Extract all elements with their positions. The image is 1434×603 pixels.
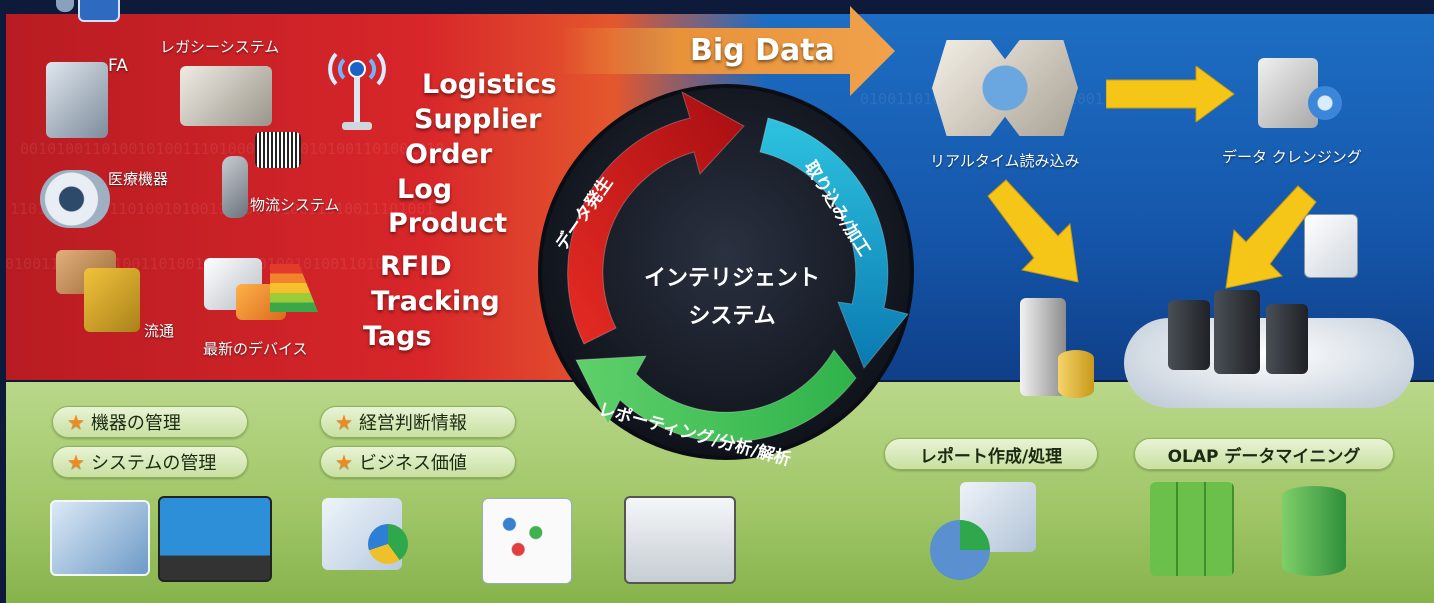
source-label-latest-devices: 最新のデバイス <box>203 340 308 358</box>
pill-report-processing: レポート作成/処理 <box>884 438 1098 470</box>
keyword-logistics: Logistics <box>422 69 557 100</box>
olap-cube-icon <box>1150 482 1234 576</box>
data-mining-cylinder-icon <box>1282 486 1346 576</box>
pill-olap: OLAP データマイニング <box>1134 438 1394 470</box>
fa-machine-icon <box>46 62 108 138</box>
source-label-fa: FA <box>108 56 128 76</box>
keyword-order: Order <box>405 139 493 170</box>
processing-label-realtime: リアルタイム読み込み <box>930 152 1080 170</box>
star-icon: ★ <box>335 410 353 434</box>
legacy-system-icon <box>180 66 272 126</box>
pill-business-value: ★ ビジネス価値 <box>320 446 516 478</box>
binary-texture: 0010100110100101001110100011010010100110… <box>20 140 445 158</box>
realtime-to-cleansing-arrow <box>1106 66 1235 122</box>
rack-server-icon <box>1214 290 1260 374</box>
pill-system-management: ★ システムの管理 <box>52 446 248 478</box>
gauge-dashboard-icon <box>50 500 150 576</box>
logo-icon <box>78 0 120 22</box>
keyword-supplier: Supplier <box>414 104 542 135</box>
wireless-antenna-icon <box>328 52 386 130</box>
keyword-rfid: RFID <box>380 251 452 282</box>
pill-label: ビジネス価値 <box>358 453 467 474</box>
source-label-legacy: レガシーシステム <box>160 38 280 56</box>
cycle-center-line1: インテリジェント <box>643 266 820 291</box>
document-icon <box>1304 214 1358 278</box>
star-icon: ★ <box>335 450 353 474</box>
barcode-scanner-icon <box>222 156 248 218</box>
big-data-arrow <box>560 6 895 96</box>
pill-label: システムの管理 <box>90 453 217 474</box>
rack-server-icon <box>1168 300 1210 370</box>
database-icon <box>1058 350 1094 398</box>
star-icon: ★ <box>67 450 85 474</box>
forklift-icon <box>84 268 140 332</box>
keyword-tracking: Tracking <box>371 286 500 317</box>
star-icon: ★ <box>67 410 85 434</box>
source-label-medical: 医療機器 <box>108 170 169 188</box>
cycle-diagram <box>538 84 914 460</box>
cleansing-to-cloud-arrow <box>1225 185 1317 289</box>
laptop-icon <box>158 496 272 582</box>
big-data-label: Big Data <box>690 33 835 68</box>
keyword-log: Log <box>397 174 453 205</box>
scatter-chart-icon <box>482 498 572 584</box>
pie-chart-icon <box>368 524 408 564</box>
top-strip <box>0 0 1434 14</box>
rack-server-icon <box>1266 304 1308 374</box>
cycle-center-line2: システム <box>688 304 776 329</box>
processing-label-cleansing: データ クレンジング <box>1222 148 1362 166</box>
cycle-center-title: インテリジェント システム <box>622 260 842 336</box>
pill-business-info: ★ 経営判断情報 <box>320 406 516 438</box>
keyword-tags: Tags <box>363 321 432 352</box>
pie-chart-icon <box>930 520 990 580</box>
keyword-product: Product <box>388 208 508 239</box>
pill-device-management: ★ 機器の管理 <box>52 406 248 438</box>
gear-icon <box>1308 86 1342 120</box>
cleansing-box-icon <box>1258 58 1318 128</box>
person-icon <box>56 0 74 12</box>
source-label-logistics-system: 物流システム <box>250 196 340 214</box>
medical-device-icon <box>40 170 110 228</box>
realtime-to-server-arrow <box>987 179 1079 283</box>
presentation-board-icon <box>624 496 736 584</box>
source-label-distribution: 流通 <box>144 322 175 340</box>
barcode-icon <box>255 132 301 168</box>
pill-label: 機器の管理 <box>90 413 181 434</box>
pill-label: 経営判断情報 <box>358 413 467 434</box>
